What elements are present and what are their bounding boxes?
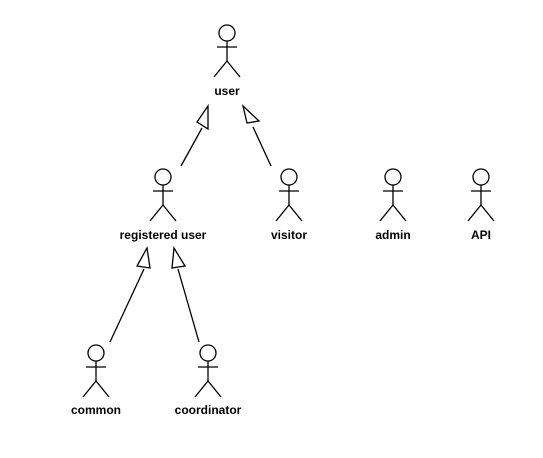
generalization-visitor-to-user[interactable] (241, 104, 272, 167)
stick-figure-icon (379, 168, 407, 222)
actor-visitor[interactable]: visitor (271, 168, 307, 242)
stick-figure-icon (194, 344, 222, 398)
actor-label-api: API (471, 228, 491, 242)
actor-label-coordinator: coordinator (175, 403, 242, 417)
actor-coordinator[interactable]: coordinator (175, 344, 242, 417)
actor-label-user: user (214, 84, 240, 98)
stick-figure-icon (149, 168, 177, 222)
actor-label-visitor: visitor (271, 228, 307, 242)
generalization-registered-user-to-user[interactable] (180, 103, 209, 167)
actor-registered-user[interactable]: registered user (120, 168, 207, 242)
stick-figure-icon (213, 24, 241, 78)
actor-user[interactable]: user (213, 24, 241, 98)
generalization-coordinator-to-registered-user[interactable] (171, 246, 200, 343)
stick-figure-icon (467, 168, 495, 222)
actor-common[interactable]: common (71, 344, 121, 417)
actor-label-registered-user: registered user (120, 228, 207, 242)
actor-admin[interactable]: admin (375, 168, 411, 242)
stick-figure-icon (82, 344, 110, 398)
stick-figure-icon (275, 168, 303, 222)
actor-api[interactable]: API (467, 168, 495, 242)
actor-label-admin: admin (375, 228, 410, 242)
generalization-common-to-registered-user[interactable] (109, 246, 151, 343)
actor-label-common: common (71, 403, 121, 417)
